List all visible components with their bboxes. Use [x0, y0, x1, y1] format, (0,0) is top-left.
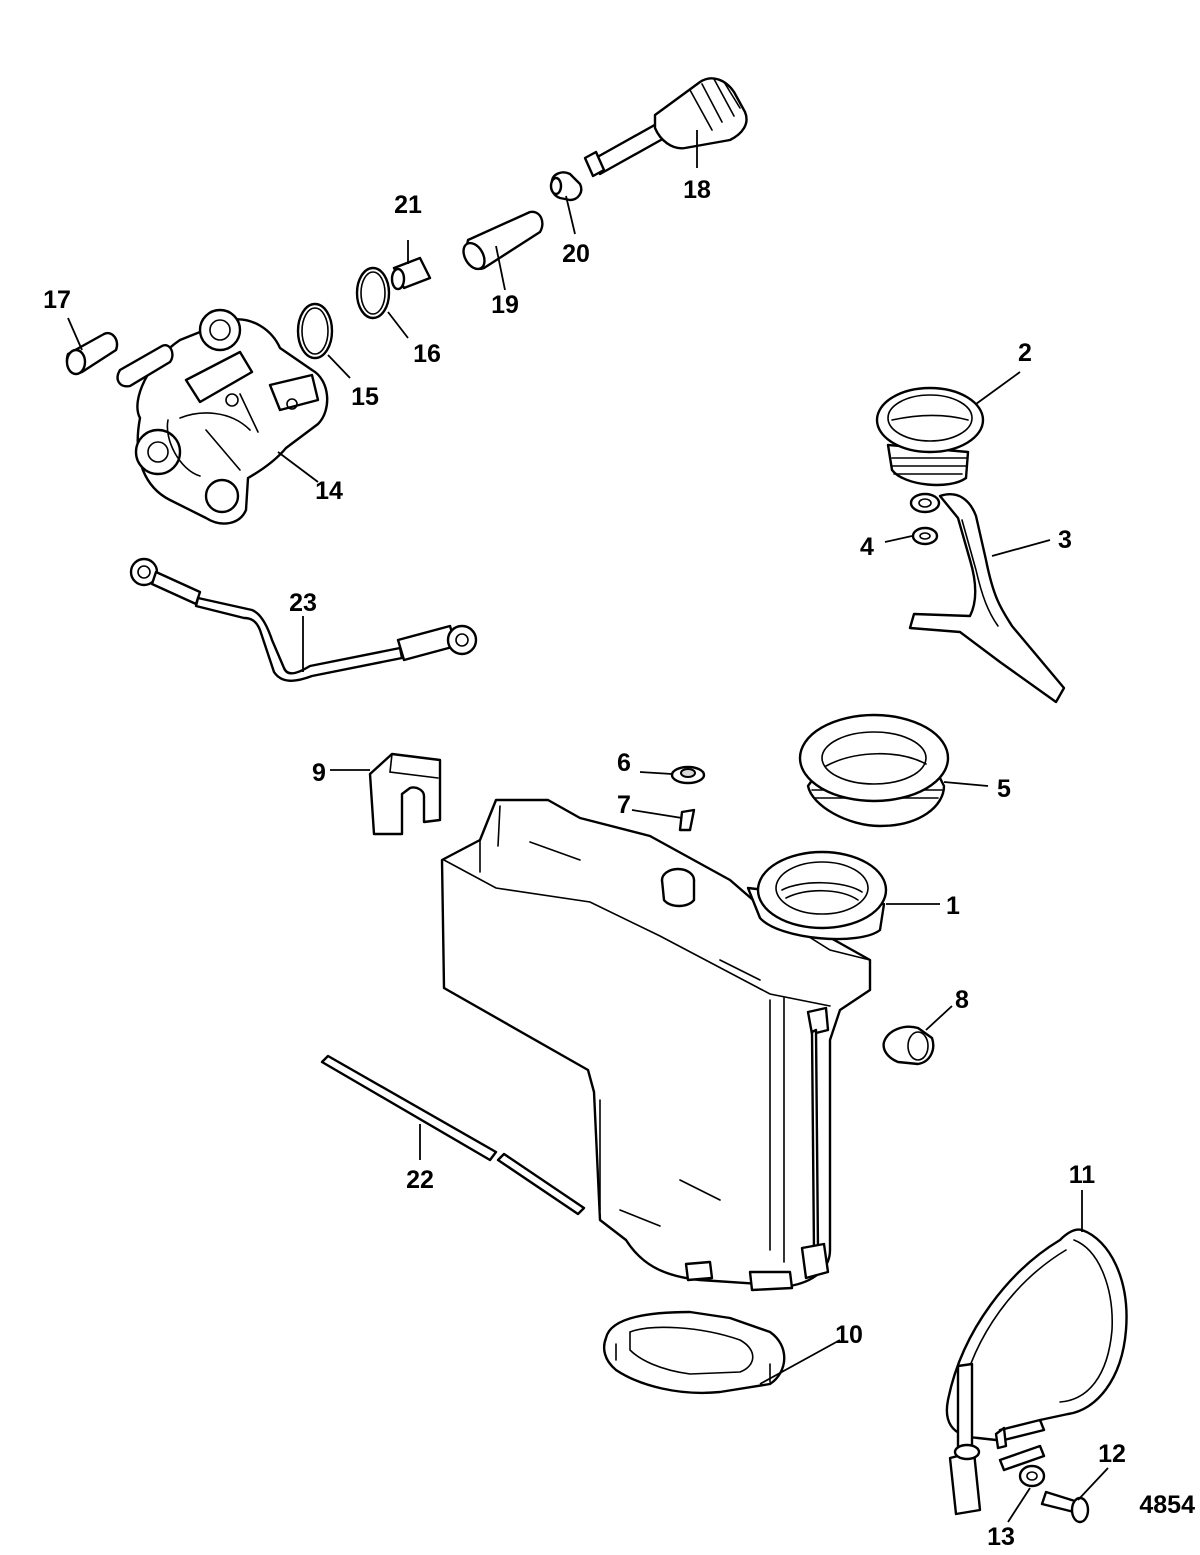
callout-14: 14 [315, 477, 343, 505]
part-10-pad [602, 1310, 786, 1395]
part-22-tubes [320, 1054, 586, 1216]
part-16-o-ring [355, 266, 391, 320]
callout-23: 23 [289, 589, 317, 617]
callout-12: 12 [1098, 1440, 1126, 1468]
callout-5: 5 [997, 775, 1011, 803]
callout-2: 2 [1018, 339, 1032, 367]
part-2-filler-cap [875, 386, 985, 487]
part-3-bracket [908, 493, 1066, 704]
callout-20: 20 [562, 240, 590, 268]
callout-3: 3 [1058, 526, 1072, 554]
part-5-grommet [798, 713, 950, 828]
callout-18: 18 [683, 176, 711, 204]
callout-4: 4 [860, 533, 874, 561]
callout-19: 19 [491, 291, 519, 319]
figure-number: 4854 [1139, 1491, 1195, 1519]
callout-21: 21 [394, 191, 422, 219]
part-9-clip [368, 752, 442, 836]
callout-10: 10 [835, 1321, 863, 1349]
part-21-spacer [390, 256, 432, 291]
part-1-filler-neck [746, 850, 888, 941]
part-6-plug [670, 765, 706, 785]
callout-labels: 18 20 19 21 16 15 17 14 23 2 3 4 5 9 6 7… [43, 176, 1195, 1551]
part-19-sleeve [462, 210, 544, 271]
part-23-oil-line [129, 557, 478, 682]
callout-22: 22 [406, 1166, 434, 1194]
part-12-screw [1040, 1490, 1090, 1524]
part-18-drive-shaft [583, 77, 748, 178]
part-13-washer [1018, 1464, 1046, 1488]
part-4-washers [909, 492, 941, 546]
part-14-oil-pump [116, 308, 329, 525]
callout-1: 1 [946, 892, 960, 920]
callout-13: 13 [987, 1523, 1015, 1551]
callout-9: 9 [312, 759, 326, 787]
part-15-o-ring [296, 302, 334, 360]
part-20-bushing [549, 171, 583, 202]
callout-7: 7 [617, 791, 631, 819]
part-7-pin [678, 808, 696, 832]
part-17-fitting [65, 331, 119, 376]
part-11-strap [945, 1228, 1128, 1516]
part-8-grommet [882, 1025, 935, 1066]
leader-lines [67, 130, 1109, 1523]
callout-16: 16 [413, 340, 441, 368]
callout-6: 6 [617, 749, 631, 777]
callout-11: 11 [1069, 1161, 1096, 1189]
callout-8: 8 [955, 986, 969, 1014]
callout-17: 17 [43, 286, 71, 314]
callout-15: 15 [351, 383, 379, 411]
